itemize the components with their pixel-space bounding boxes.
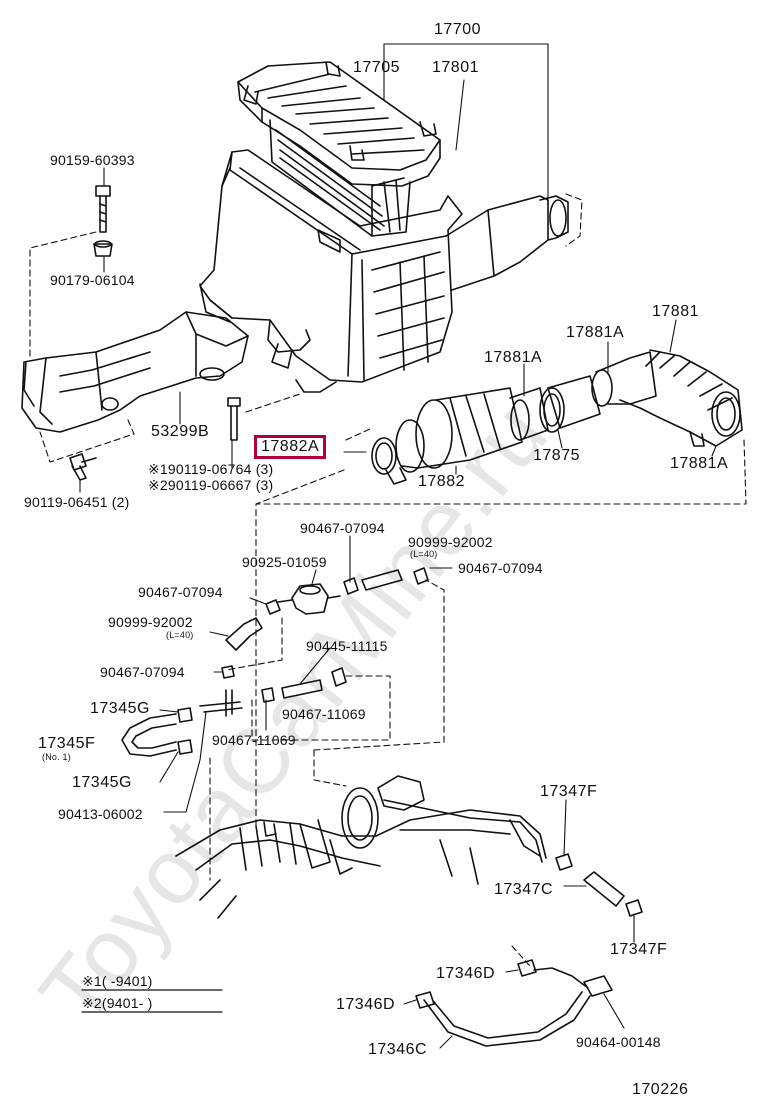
- footnote-lines: [81, 989, 223, 1013]
- footnote-1: ※1( -9401): [82, 973, 153, 989]
- label-17705[interactable]: 17705: [353, 59, 400, 76]
- label-90413-06002[interactable]: 90413-06002: [58, 806, 143, 822]
- label-17801[interactable]: 17801: [432, 59, 479, 76]
- label-90999-92002-a-length: (L=40): [410, 549, 438, 559]
- leader-lines: [79, 43, 717, 1049]
- bolt-90119-a: [227, 397, 241, 441]
- air-intake-hose: [371, 349, 743, 485]
- label-90467-07094-b[interactable]: 90467-07094: [458, 560, 543, 576]
- label-90119-06451[interactable]: 90119-06451 (2): [24, 494, 130, 510]
- label-17347C[interactable]: 17347C: [494, 881, 554, 898]
- label-17882A-highlighted[interactable]: 17882A: [254, 435, 327, 459]
- air-cleaner-element: [269, 119, 411, 237]
- label-17700[interactable]: 17700: [434, 21, 481, 38]
- label-53299B[interactable]: 53299B: [151, 423, 210, 440]
- label-17881A-1[interactable]: 17881A: [566, 324, 625, 341]
- label-17881A-3[interactable]: 17881A: [670, 455, 729, 472]
- label-17346D-2[interactable]: 17346D: [336, 996, 396, 1013]
- bolt-90119-b: [69, 453, 97, 481]
- clips: [177, 567, 643, 1009]
- label-17882[interactable]: 17882: [418, 473, 465, 490]
- label-90467-07094-d[interactable]: 90467-07094: [100, 664, 185, 680]
- label-17345G-2[interactable]: 17345G: [72, 774, 132, 791]
- label-90999-92002-a[interactable]: 90999-92002: [408, 534, 493, 550]
- label-90999-92002-b-length: (L=40): [166, 630, 194, 640]
- label-17345F-note: (No. 1): [42, 752, 71, 762]
- hose-17346C: [423, 967, 591, 1047]
- label-90467-07094-a[interactable]: 90467-07094: [300, 520, 385, 536]
- label-90467-11069-a[interactable]: 90467-11069: [282, 706, 366, 722]
- label-90464-00148[interactable]: 90464-00148: [576, 1034, 661, 1050]
- label-17875[interactable]: 17875: [533, 447, 580, 464]
- label-90467-11069-b[interactable]: 90467-11069: [212, 732, 296, 748]
- air-cleaner-case: [199, 149, 569, 393]
- vsv-valve: [277, 583, 341, 615]
- label-17346C[interactable]: 17346C: [368, 1041, 428, 1058]
- air-cleaner-cap: [237, 61, 441, 187]
- label-90119-06764[interactable]: ※190119-06764 (3): [148, 461, 274, 477]
- footnote-2: ※2(9401- ): [82, 995, 153, 1011]
- diagram-id: 170226: [632, 1081, 689, 1098]
- label-17345G-1[interactable]: 17345G: [90, 700, 150, 717]
- hose-17347C: [583, 871, 625, 907]
- label-17347F-1[interactable]: 17347F: [540, 783, 598, 800]
- label-90445-11115[interactable]: 90445-11115: [306, 638, 388, 654]
- label-17881A-2[interactable]: 17881A: [484, 349, 543, 366]
- hose-17345F: [121, 713, 177, 757]
- dashed-reference-lines: [29, 193, 747, 967]
- label-90925-01059[interactable]: 90925-01059: [242, 554, 327, 570]
- label-17881[interactable]: 17881: [652, 303, 699, 320]
- intake-duct: [21, 283, 249, 433]
- label-17346D-1[interactable]: 17346D: [436, 965, 496, 982]
- label-17347F-2[interactable]: 17347F: [610, 941, 668, 958]
- label-90179-06104[interactable]: 90179-06104: [50, 272, 135, 288]
- throttle-body: [175, 775, 547, 919]
- t-fitting: [199, 689, 243, 717]
- label-90159-60393[interactable]: 90159-60393: [50, 152, 135, 168]
- label-90119-06667[interactable]: ※290119-06667 (3): [148, 477, 274, 493]
- hose-90999-a: [225, 569, 403, 699]
- label-90467-07094-c[interactable]: 90467-07094: [138, 584, 223, 600]
- label-17345F[interactable]: 17345F: [38, 735, 96, 752]
- label-90999-92002-b[interactable]: 90999-92002: [108, 614, 193, 630]
- bolt-90159: [93, 185, 113, 257]
